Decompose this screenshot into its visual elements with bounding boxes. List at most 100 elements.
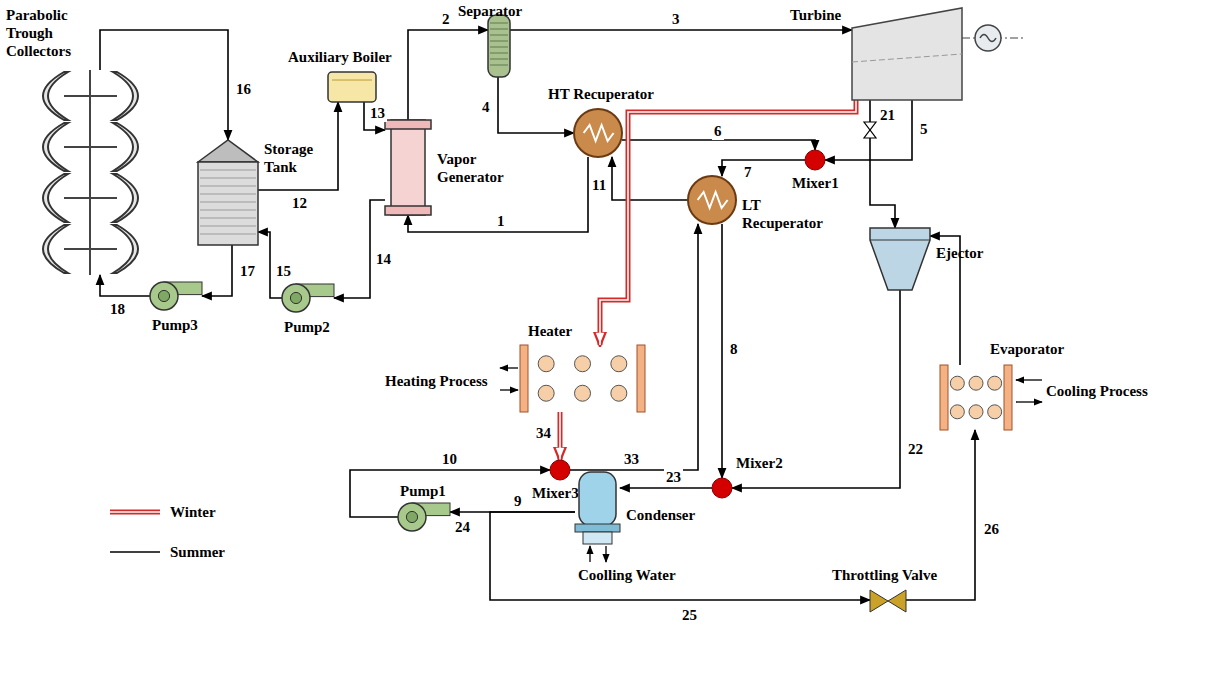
flow-line	[622, 140, 815, 150]
turbine-axis	[852, 54, 962, 62]
header-pipe	[64, 95, 117, 97]
trough-mirror	[43, 174, 68, 222]
flow-line	[350, 470, 550, 517]
stream-number: 1	[495, 212, 507, 230]
component-shape	[198, 140, 258, 245]
trough-mirror	[113, 72, 138, 120]
water-arrow	[589, 546, 590, 562]
component-label: Turbine	[790, 6, 841, 24]
pump-volute	[282, 284, 310, 312]
exchanger-tube	[538, 385, 554, 401]
exchanger-plate	[637, 345, 645, 412]
pump-volute	[398, 503, 426, 531]
exchanger-plate	[940, 365, 948, 430]
flow-line	[612, 157, 688, 200]
exchanger-tube	[969, 376, 983, 390]
tank-band	[200, 170, 256, 171]
boiler-band	[332, 80, 372, 81]
component-label: Mixer3	[532, 484, 579, 502]
generator-cap	[385, 206, 431, 215]
stream-number: 22	[906, 440, 925, 458]
component-shape	[574, 109, 622, 157]
mixer-symbol	[550, 460, 570, 480]
flow-path-core	[559, 412, 561, 460]
condenser-base	[583, 532, 612, 544]
exchanger-tube	[575, 385, 591, 401]
flow-line	[570, 224, 698, 470]
trough-mirror	[113, 123, 138, 171]
flow-path	[498, 77, 574, 133]
exchanger-tube	[611, 356, 627, 372]
component-shape	[398, 503, 450, 531]
component-shape	[852, 8, 962, 100]
tank-band	[200, 234, 256, 235]
process-arrow	[500, 367, 518, 368]
trough-mirror	[113, 225, 138, 273]
pump-eye	[158, 290, 169, 301]
stream-number: 2	[440, 10, 452, 28]
trough-mirror	[113, 174, 138, 222]
trough-mirror	[43, 225, 68, 273]
stream-number: 33	[622, 450, 641, 468]
legend-line	[110, 551, 160, 553]
condenser-shell	[579, 472, 616, 526]
stream-number: 10	[440, 450, 459, 468]
stream-number: 34	[534, 424, 553, 442]
flow-path	[722, 160, 805, 176]
component: Turbine	[852, 8, 962, 100]
flow-path	[721, 224, 723, 478]
flow-path	[558, 412, 563, 460]
component-shape	[328, 72, 376, 102]
pump-volute	[150, 282, 178, 310]
component-shape	[870, 228, 930, 290]
tank-band	[200, 226, 256, 227]
stream-number: 5	[918, 120, 930, 138]
component-label: LT Recuperator	[742, 196, 832, 232]
turbine-casing	[852, 8, 962, 100]
pump-eye	[406, 511, 417, 522]
component-label: Pump3	[152, 316, 198, 334]
legend-label: Winter	[170, 503, 216, 521]
component: LT Recuperator	[688, 176, 736, 224]
stream-number: 15	[274, 262, 293, 280]
flow-path	[408, 30, 488, 120]
annotation-label: Coolling Water	[578, 566, 676, 584]
flow-line	[722, 160, 805, 176]
ejector-body	[870, 228, 930, 290]
flow-line	[722, 224, 723, 478]
component: Auxiliary Boiler	[328, 72, 376, 102]
component-shape	[282, 284, 334, 312]
recuperator-coil	[698, 192, 728, 208]
recuperator-coil	[584, 125, 614, 141]
flow-line	[620, 488, 712, 489]
flow-line	[258, 102, 338, 190]
flow-path	[334, 200, 385, 298]
component: Mixer3	[550, 460, 570, 480]
valve-body	[888, 590, 906, 612]
stream-number: 13	[368, 104, 387, 122]
component-shape	[805, 150, 825, 170]
flow-line	[408, 157, 588, 232]
stream-number: 3	[670, 10, 682, 28]
separator-tray	[490, 41, 508, 42]
flow-path-core	[600, 100, 856, 345]
generator-cap	[385, 120, 431, 129]
legend-label: Summer	[170, 543, 225, 561]
exchanger-tube	[538, 356, 554, 372]
flow-path	[732, 290, 900, 488]
flow-path	[570, 224, 698, 470]
generator-shell	[391, 120, 425, 215]
exchanger-plate	[520, 345, 528, 412]
process-arrow	[1016, 379, 1042, 380]
flow-path	[408, 157, 588, 232]
component-shape	[575, 472, 620, 544]
component-label: Evaporator	[990, 340, 1064, 358]
component: Heater	[520, 345, 645, 412]
process-arrow	[1016, 401, 1042, 402]
component: Storage Tank	[198, 140, 258, 245]
stream-number: 25	[680, 606, 699, 624]
exchanger-tube	[988, 376, 1002, 390]
separator-tray	[490, 23, 508, 24]
component: Vapor Generator	[385, 120, 431, 215]
